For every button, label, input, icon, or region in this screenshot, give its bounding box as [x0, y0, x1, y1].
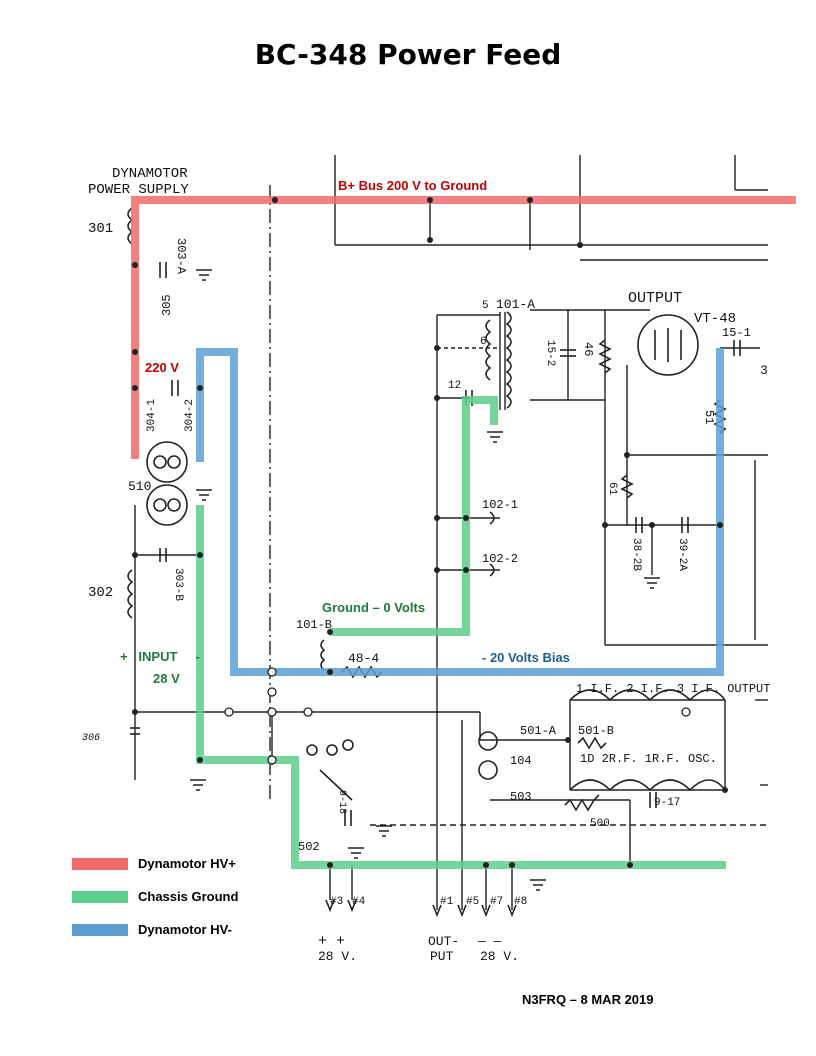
legend-label-ground: Chassis Ground: [138, 889, 239, 904]
junction-dots: [132, 197, 728, 868]
annotation-input: + INPUT -: [120, 649, 200, 664]
label-501b: 501-B: [578, 724, 614, 738]
label-502: 502: [298, 840, 320, 854]
annotation-ground-0v: Ground – 0 Volts: [322, 600, 425, 615]
label-101a: 101-A: [496, 297, 535, 312]
label-28v-left: 28 V.: [318, 949, 357, 964]
label-48-4: 48-4: [348, 651, 379, 666]
label-edge-3: 3: [760, 363, 768, 378]
label-301: 301: [88, 221, 113, 237]
label-if-stages: 1 I.F. 2 I.F. 3 I.F. OUTPUT: [576, 682, 770, 696]
legend-label-hv-minus: Dynamotor HV-: [138, 922, 232, 937]
label-9-18: 9-18: [336, 790, 347, 814]
label-12: 12: [448, 380, 461, 392]
label-303a: 303-A: [174, 238, 188, 275]
hv-plus-trace: [131, 196, 796, 459]
author-credit: N3FRQ – 8 MAR 2019: [522, 992, 654, 1007]
label-output-2: PUT: [430, 949, 454, 964]
label-500: 500: [590, 818, 610, 830]
label-28v-right: 28 V.: [480, 949, 519, 964]
label-39-2a: 39-2A: [676, 538, 688, 571]
terminal-circles: [224, 667, 691, 765]
page-title: BC-348 Power Feed: [254, 38, 562, 71]
label-102-1: 102-1: [482, 498, 518, 512]
label-303b: 303-B: [172, 568, 184, 601]
legend-swatch-hv-plus: [72, 858, 128, 870]
label-term-1: #1: [440, 896, 454, 908]
annotation-28v: 28 V: [153, 671, 180, 686]
label-rf-stages: 1D 2R.F. 1R.F. OSC.: [580, 752, 717, 766]
label-output-1: OUT-: [428, 934, 459, 949]
label-term-7: #7: [490, 896, 503, 908]
label-46: 46: [581, 342, 595, 356]
label-plus-terminals: + +: [318, 933, 345, 950]
label-15-2: 15-2: [544, 340, 556, 366]
ground-trace: [196, 396, 726, 869]
label-minus-terminals: — —: [477, 934, 502, 949]
label-304-1: 304-1: [146, 399, 158, 432]
label-305: 305: [160, 294, 174, 316]
label-38-2b: 38-2B: [630, 538, 642, 571]
legend-swatch-hv-minus: [72, 924, 128, 936]
label-102-2: 102-2: [482, 552, 518, 566]
label-dynamotor: DYNAMOTOR: [112, 166, 188, 182]
label-output: OUTPUT: [628, 290, 682, 307]
legend-label-hv-plus: Dynamotor HV+: [138, 856, 236, 871]
annotation-220v: 220 V: [145, 360, 179, 375]
label-power-supply: POWER SUPPLY: [88, 182, 189, 198]
annotation-b-bus: B+ Bus 200 V to Ground: [338, 178, 487, 193]
label-9-17: 9-17: [654, 797, 680, 809]
label-term-4: #4: [352, 896, 366, 908]
label-306: 306: [82, 733, 100, 744]
label-101b: 101-B: [296, 618, 332, 632]
label-304-2: 304-2: [184, 399, 196, 432]
label-510: 510: [128, 479, 151, 494]
label-term-8: #8: [514, 896, 527, 908]
label-501a: 501-A: [520, 724, 557, 738]
label-51: 51: [702, 410, 716, 424]
label-6: 6: [480, 336, 487, 348]
label-503: 503: [510, 790, 532, 804]
legend-swatch-ground: [72, 891, 128, 903]
label-term-5: #5: [466, 896, 479, 908]
annotation-bias: - 20 Volts Bias: [482, 650, 570, 665]
hv-minus-trace: [196, 348, 724, 676]
label-61: 61: [606, 482, 618, 496]
label-15-1: 15-1: [722, 326, 751, 340]
label-5: 5: [482, 300, 489, 312]
label-104: 104: [510, 754, 532, 768]
label-302: 302: [88, 585, 113, 601]
schematic-components: [127, 207, 741, 918]
label-term-3: #3: [330, 896, 343, 908]
label-vt48: VT-48: [694, 311, 736, 327]
